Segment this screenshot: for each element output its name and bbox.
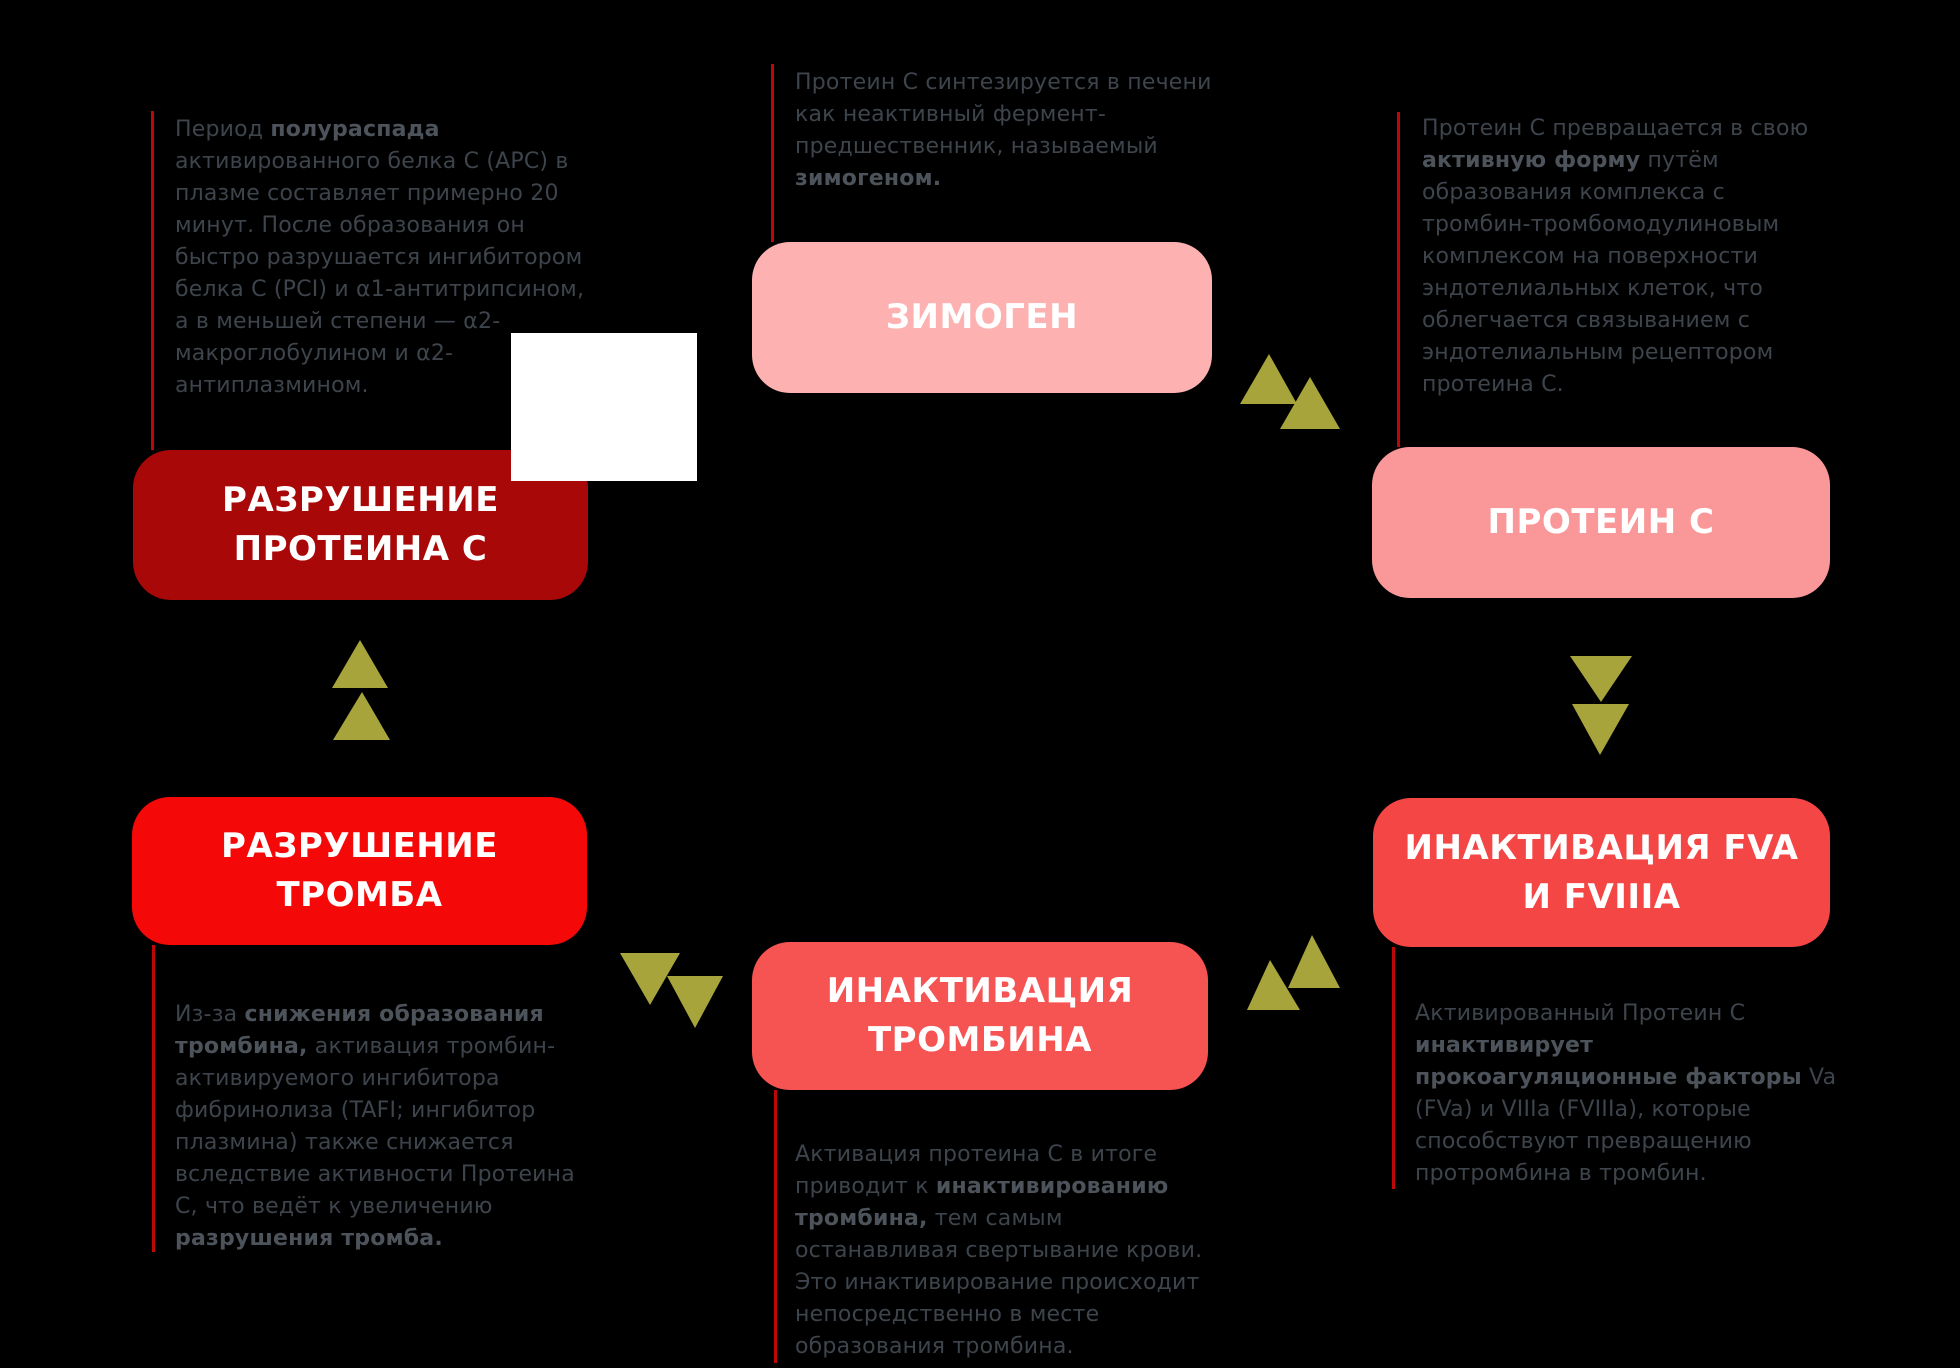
connector-line-bottom-center	[774, 1090, 777, 1363]
node-protein-c-label: ПРОТЕИН C	[1487, 502, 1715, 542]
node-protein-c: ПРОТЕИН C	[1372, 447, 1830, 598]
node-fva-fviiia-inactivation: ИНАКТИВАЦИЯ FVA И FVIIIA	[1373, 798, 1830, 947]
connector-line-bottom-left	[152, 945, 155, 1252]
connector-line-top-left	[151, 111, 154, 450]
connector-line-bottom-right	[1392, 947, 1395, 1189]
arrow-clot-destruction-icon	[332, 640, 390, 740]
node-clot-destruction-label: РАЗРУШЕНИЕ ТРОМБА	[221, 826, 498, 915]
arrow-thrombin-clot-icon	[620, 953, 723, 1028]
arrow-proteinc-fva-icon	[1570, 656, 1632, 755]
node-zymogen: ЗИМОГЕН	[752, 242, 1212, 393]
connector-line-top-center	[771, 64, 774, 242]
placeholder-rect	[511, 333, 697, 481]
arrow-thrombin-fva-icon	[1247, 935, 1340, 1010]
node-thrombin-inactivation: ИНАКТИВАЦИЯ ТРОМБИНА	[752, 942, 1208, 1090]
node-clot-destruction: РАЗРУШЕНИЕ ТРОМБА	[132, 797, 587, 945]
node-zymogen-label: ЗИМОГЕН	[885, 297, 1079, 337]
arrow-zymogen-proteinc-icon	[1240, 354, 1340, 429]
connector-line-top-right	[1397, 112, 1400, 447]
node-fva-fviiia-inactivation-label: ИНАКТИВАЦИЯ FVA И FVIIIA	[1404, 827, 1799, 917]
node-thrombin-inactivation-label: ИНАКТИВАЦИЯ ТРОМБИНА	[826, 971, 1134, 1060]
node-protein-c-destruction-label: РАЗРУШЕНИЕ ПРОТЕИНА C	[222, 480, 499, 569]
